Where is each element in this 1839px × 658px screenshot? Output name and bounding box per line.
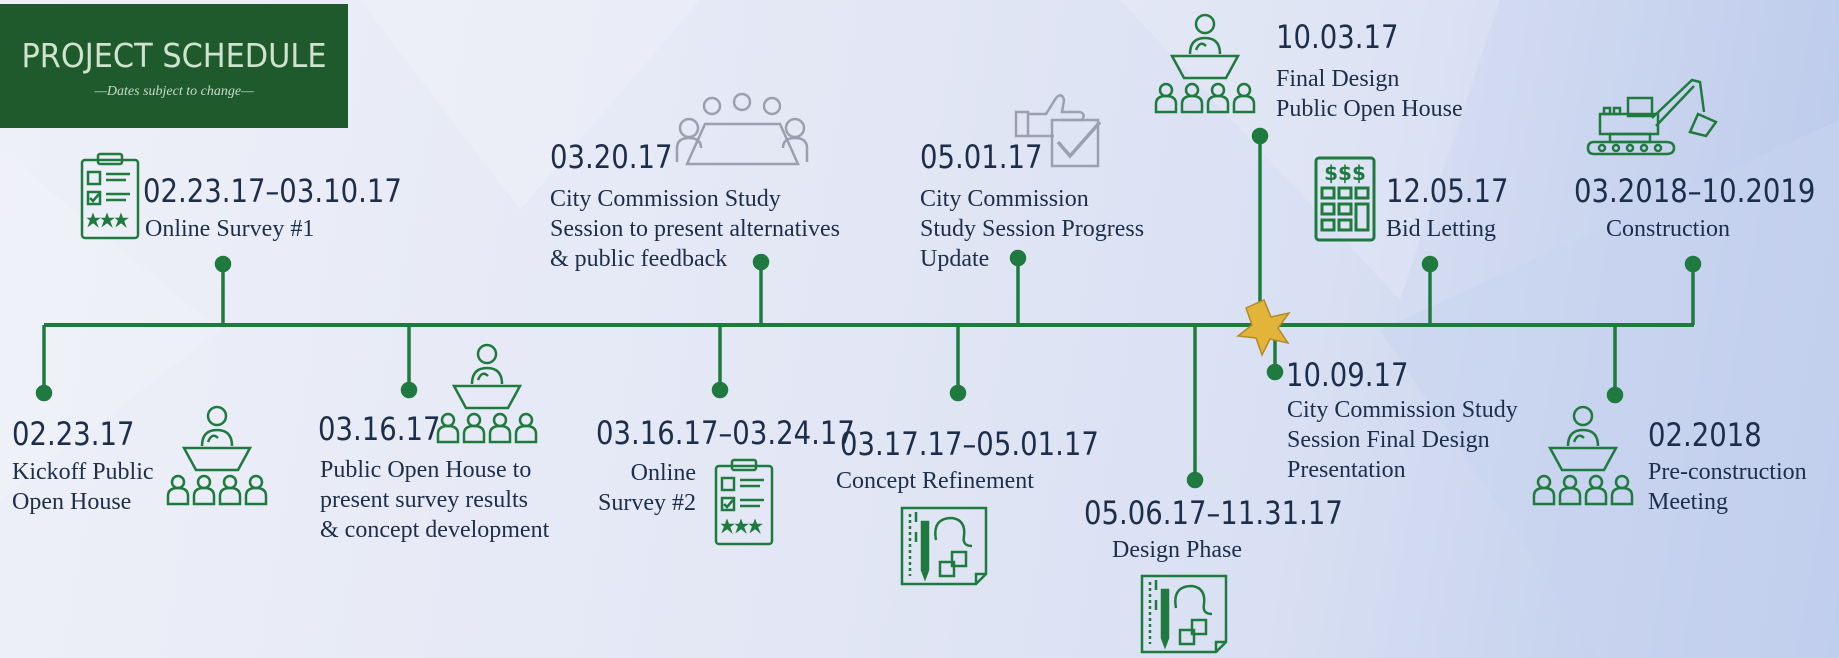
event-date: 02.23.17 — [12, 415, 135, 453]
conference-table-icon — [675, 92, 810, 174]
page-subtitle: —Dates subject to change— — [94, 84, 254, 99]
event-date: 12.05.17 — [1386, 172, 1509, 210]
event-description: Bid Letting — [1386, 216, 1496, 242]
public-meeting-icon — [1150, 12, 1260, 122]
event-date: 02.23.17–03.10.17 — [143, 172, 402, 210]
event-description: Online Survey #1 — [145, 216, 315, 242]
star-icon — [1236, 299, 1291, 357]
event-description: City Commission Study Session Final Desi… — [1287, 397, 1518, 483]
event-description: Public Open House to present survey resu… — [320, 457, 550, 543]
event-date: 05.01.17 — [920, 138, 1043, 176]
event-description: Construction — [1606, 216, 1730, 242]
event-description: Pre-construction Meeting — [1648, 459, 1807, 515]
title-box: PROJECT SCHEDULE —Dates subject to chang… — [0, 4, 348, 128]
public-meeting-icon — [162, 404, 272, 514]
event-date: 03.17.17–05.01.17 — [840, 425, 1099, 463]
event-description: Concept Refinement — [836, 468, 1034, 494]
page-title: PROJECT SCHEDULE — [21, 36, 327, 75]
event-date: 10.09.17 — [1286, 356, 1409, 394]
design-drawing-icon — [1140, 570, 1230, 656]
event-date: 10.03.17 — [1276, 18, 1399, 56]
event-description: Final Design Public Open House — [1276, 66, 1463, 122]
event-date: 05.06.17–11.31.17 — [1084, 494, 1343, 532]
event-description: City Commission Study Session Progress U… — [920, 186, 1145, 272]
survey-clipboard-icon — [80, 152, 140, 240]
event-description: Kickoff Public Open House — [12, 459, 154, 515]
event-date: 03.16.17 — [318, 410, 441, 448]
design-drawing-icon — [900, 502, 990, 588]
event-description: Online Survey #2 — [598, 460, 696, 516]
excavator-icon — [1586, 78, 1720, 166]
public-meeting-icon — [1528, 404, 1638, 514]
survey-clipboard-icon — [714, 458, 774, 546]
svg-text:$$$: $$$ — [1324, 161, 1366, 185]
event-date: 03.16.17–03.24.17 — [596, 414, 855, 452]
thumbs-up-check-icon — [1014, 88, 1110, 176]
event-description: City Commission Study Session to present… — [550, 186, 840, 272]
event-date: 03.20.17 — [550, 138, 673, 176]
event-description: Design Phase — [1112, 537, 1242, 563]
event-date: 02.2018 — [1648, 416, 1762, 454]
event-date: 03.2018–10.2019 — [1574, 172, 1816, 210]
public-meeting-icon — [432, 342, 542, 452]
calculator-icon: $$$ — [1314, 156, 1376, 242]
